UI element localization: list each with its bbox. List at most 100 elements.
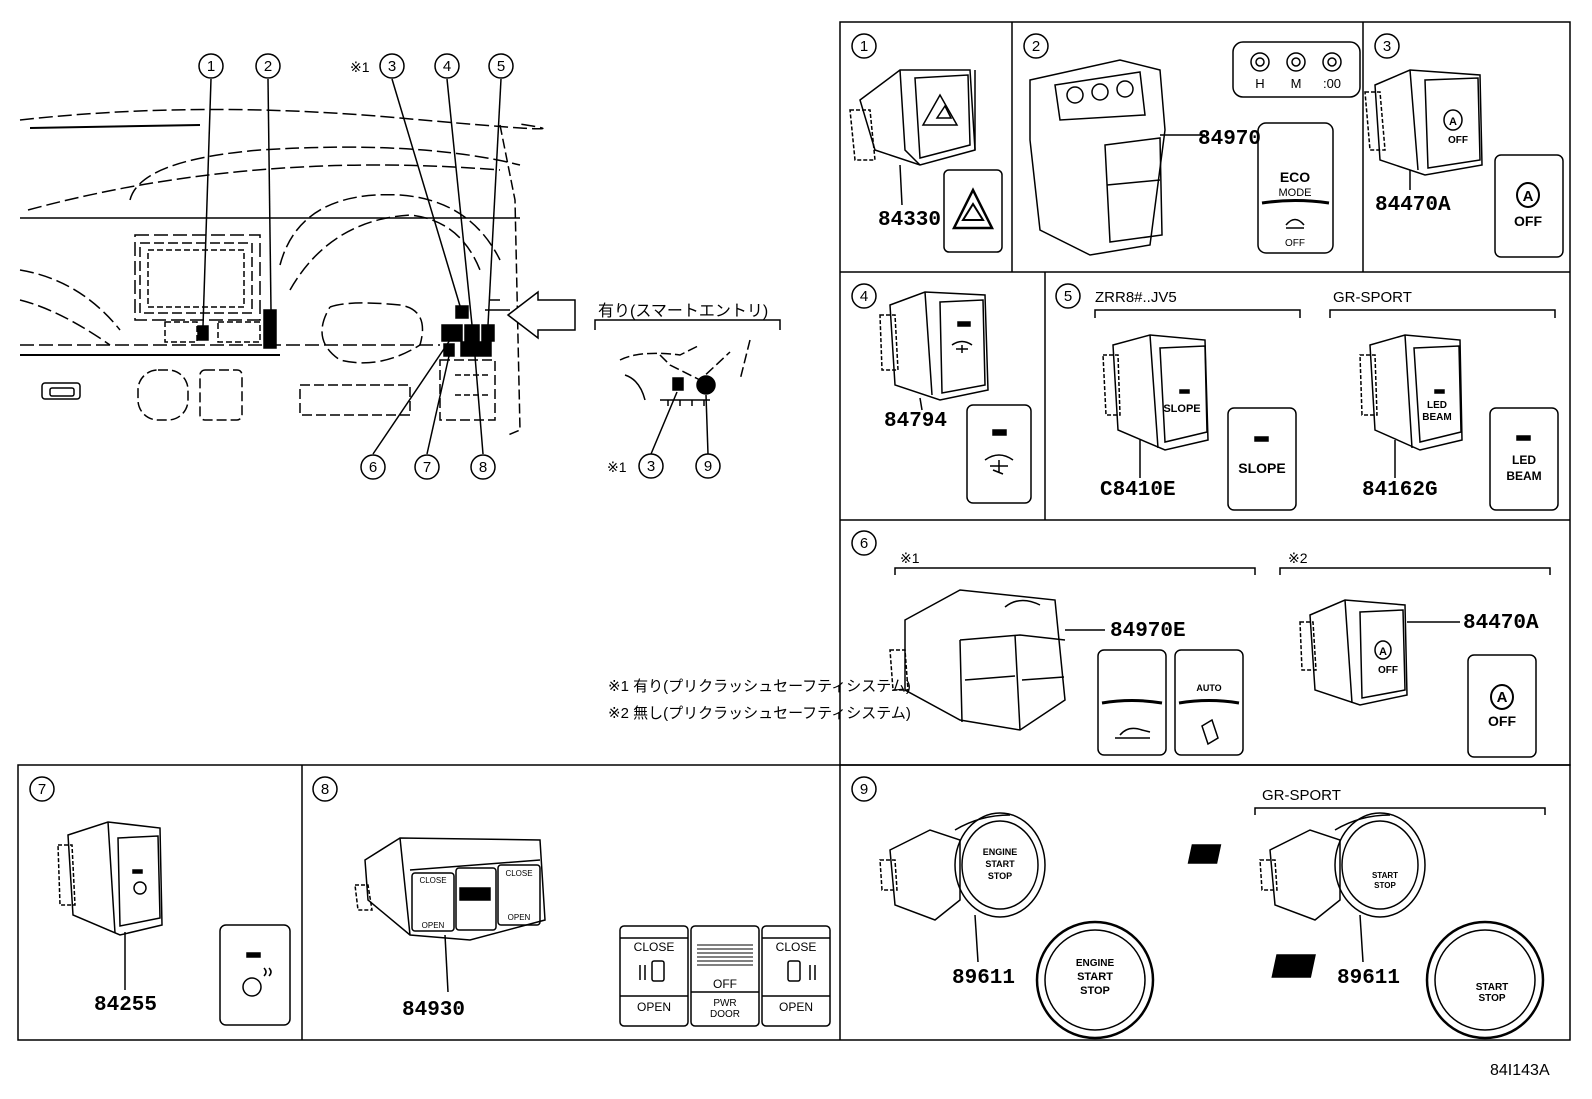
- slope-switch-text: SLOPE: [1163, 403, 1200, 415]
- gr-start-switch-text: START: [1372, 871, 1398, 880]
- panel-2-number: 2: [1032, 38, 1040, 55]
- grade-gr-sport-p5: GR-SPORT: [1333, 289, 1412, 306]
- eco-label: ECO: [1280, 169, 1310, 185]
- pwr-label: PWR: [713, 998, 736, 1009]
- deicer-switch-drawing: [879, 291, 1032, 504]
- engine-face-text: ENGINE: [1076, 958, 1115, 969]
- panel-7-number: 7: [38, 781, 46, 798]
- eco-clock-switch-drawing: [1029, 41, 1361, 256]
- led-switch-text: LED: [1427, 400, 1447, 411]
- start-face-text: START: [1077, 971, 1113, 983]
- switch-close-right: CLOSE: [505, 869, 532, 878]
- inset-callout-9: 9: [704, 458, 712, 475]
- steering-heater-switch-drawing: [57, 821, 291, 1026]
- mode-label: MODE: [1279, 187, 1312, 199]
- note-1: ※1 有り(プリクラッシュセーフティシステム): [608, 678, 911, 695]
- note-2: ※2 無し(プリクラッシュセーフティシステム): [608, 705, 911, 722]
- part-84970E: 84970E: [1110, 620, 1186, 643]
- smart-entry-label: 有り(スマートエントリ): [598, 302, 768, 320]
- callout-3: 3: [388, 58, 396, 75]
- switch-close-left: CLOSE: [419, 876, 446, 885]
- open-right: OPEN: [779, 1000, 813, 1014]
- p3-switch-off: OFF: [1448, 135, 1468, 146]
- overview-callouts: [198, 53, 721, 480]
- close-right: CLOSE: [776, 940, 817, 954]
- beam-switch-text: BEAM: [1422, 412, 1451, 423]
- pwr-door-off: OFF: [713, 977, 737, 991]
- led-face-text: LED: [1512, 453, 1536, 467]
- figure-code: 84I143A: [1490, 1062, 1550, 1079]
- panel-number-circles: [29, 33, 1400, 802]
- callout-4: 4: [443, 58, 451, 75]
- stop-switch-text: STOP: [988, 871, 1012, 881]
- p6-switch-off: OFF: [1378, 665, 1398, 676]
- gr-switch-logo: GR: [1374, 846, 1396, 862]
- auto-off-switch-drawing: [1364, 69, 1564, 258]
- part-84255: 84255: [94, 994, 157, 1017]
- stop-face-text: STOP: [1080, 985, 1110, 997]
- engine-start-switch-drawing: [879, 807, 1546, 1040]
- callout-2: 2: [264, 58, 272, 75]
- clock-m-label: M: [1291, 76, 1302, 91]
- p6-off-label: OFF: [1488, 713, 1516, 729]
- panel-1-number: 1: [860, 38, 868, 55]
- p6-switch-a: A: [1379, 646, 1387, 658]
- asterisk-1-overview: ※1: [350, 59, 370, 75]
- clock-00-label: :00: [1323, 76, 1341, 91]
- switch-open-left: OPEN: [422, 921, 445, 930]
- dashboard-overview: [19, 78, 576, 455]
- asterisk-2-p6: ※2: [1288, 550, 1308, 566]
- panel-5-number: 5: [1064, 288, 1072, 305]
- part-84470A-p6: 84470A: [1463, 612, 1539, 635]
- part-84794: 84794: [884, 410, 947, 433]
- grade-zrr8: ZRR8#..JV5: [1095, 289, 1177, 306]
- p6-a-label: A: [1497, 689, 1508, 706]
- asterisk-1-inset: ※1: [607, 459, 627, 475]
- panel-9-number: 9: [860, 781, 868, 798]
- panel-4-number: 4: [860, 288, 868, 305]
- gr-face-logo: GR: [1483, 956, 1510, 976]
- gr-start-face-text: START: [1476, 982, 1509, 993]
- auto-face-text: AUTO: [1196, 683, 1221, 693]
- part-84330: 84330: [878, 209, 941, 232]
- open-left: OPEN: [637, 1000, 671, 1014]
- door-label: DOOR: [710, 1009, 740, 1020]
- p3-off-label: OFF: [1514, 213, 1542, 229]
- power-door-switch-drawing: [354, 837, 831, 1027]
- callout-7: 7: [423, 459, 431, 476]
- callout-6: 6: [369, 459, 377, 476]
- beam-face-text: BEAM: [1506, 469, 1541, 483]
- start-switch-text: START: [985, 859, 1015, 869]
- hazard-switch-drawing: [849, 69, 1003, 253]
- part-84970: 84970: [1198, 128, 1261, 151]
- clock-h-label: H: [1255, 76, 1264, 91]
- callout-1: 1: [207, 58, 215, 75]
- panel-3-number: 3: [1383, 38, 1391, 55]
- part-89611-gr: 89611: [1337, 967, 1400, 990]
- callout-8: 8: [479, 459, 487, 476]
- smart-entry-inset: [594, 319, 781, 455]
- part-C8410E: C8410E: [1100, 479, 1176, 502]
- close-left: CLOSE: [634, 940, 675, 954]
- panel-grid: [17, 21, 1571, 1041]
- slope-ledbeam-drawing: [1094, 309, 1559, 511]
- gr-stop-switch-text: STOP: [1374, 881, 1396, 890]
- callout-5: 5: [497, 58, 505, 75]
- switch-open-right: OPEN: [508, 913, 531, 922]
- gr-stop-face-text: STOP: [1478, 993, 1505, 1004]
- panel-8-number: 8: [321, 781, 329, 798]
- panel6-drawing: [889, 567, 1551, 758]
- grade-gr-sport-p9: GR-SPORT: [1262, 787, 1341, 804]
- slope-face-text: SLOPE: [1238, 460, 1285, 476]
- part-84930: 84930: [402, 999, 465, 1022]
- p3-switch-a: A: [1449, 116, 1457, 128]
- inset-callout-3: 3: [647, 458, 655, 475]
- engine-switch-text: ENGINE: [983, 847, 1018, 857]
- trac-off-label: OFF: [1285, 238, 1305, 249]
- panel-6-number: 6: [860, 535, 868, 552]
- part-89611-std: 89611: [952, 967, 1015, 990]
- asterisk-1-p6: ※1: [900, 550, 920, 566]
- part-84162G: 84162G: [1362, 479, 1438, 502]
- part-84470A-p3: 84470A: [1375, 194, 1451, 217]
